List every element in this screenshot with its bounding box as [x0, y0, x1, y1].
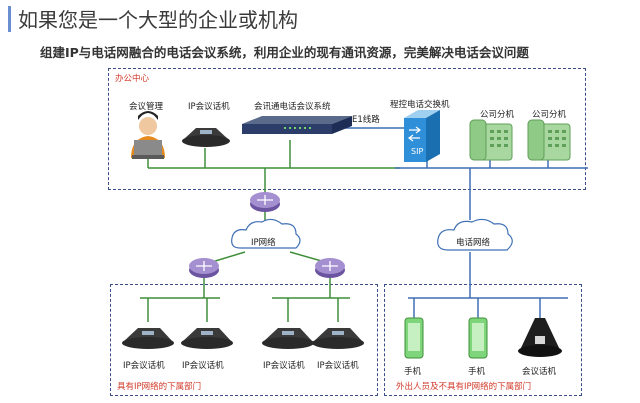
mobile-label-2: 手机	[468, 367, 486, 377]
conference-phone-label: 会议话机	[522, 367, 557, 377]
ip-conference-phone-icon-4	[312, 328, 364, 349]
branch-ip-phone-label-3: IP会议话机	[263, 361, 305, 371]
admin-person-icon	[131, 111, 165, 159]
phone-network-cloud	[437, 218, 513, 251]
ip-network-connections	[140, 210, 350, 322]
pbx-sip-text: SIP	[411, 147, 423, 156]
title-accent-bar	[8, 6, 11, 32]
router-top	[250, 192, 280, 212]
extension-label-1: 公司分机	[480, 110, 515, 120]
office-center-region	[108, 68, 586, 190]
office-connections	[147, 140, 400, 195]
page-title: 如果您是一个大型的企业或机构	[18, 8, 298, 32]
meeting-admin-label: 会议管理	[129, 102, 164, 112]
ip-branch-region	[110, 284, 378, 396]
router-right	[315, 258, 345, 278]
ip-conference-phone-icon-2	[181, 328, 233, 349]
pbx-label: 程控电话交换机	[390, 100, 450, 110]
router-left	[189, 258, 219, 278]
pbx-switch-icon	[404, 110, 440, 162]
ip-branch-region-label: 具有IP网络的下属部门	[117, 382, 202, 392]
branch-ip-phone-label-4: IP会议话机	[317, 361, 359, 371]
conference-system-label: 会讯通电话会议系统	[254, 102, 331, 112]
ip-network-cloud	[231, 218, 301, 249]
conference-phone-icon	[518, 318, 562, 357]
branch-ip-phone-label-2: IP会议话机	[182, 361, 224, 371]
other-branch-region	[384, 284, 582, 396]
ip-network-label: IP网络	[251, 238, 276, 248]
extension-label-2: 公司分机	[532, 110, 567, 120]
mobile-phone-icon-1	[404, 317, 424, 359]
page-subtitle: 组建IP与电话网融合的电话会议系统，利用企业的现有通讯资源，完美解决电话会议问题	[40, 45, 529, 60]
other-branch-region-label: 外出人员及不具有IP网络的下属部门	[396, 382, 532, 392]
mobile-label-1: 手机	[404, 367, 422, 377]
ip-conference-phone-icon-3	[262, 328, 314, 349]
phone-line-connections	[345, 127, 588, 318]
mobile-phone-icon-2	[468, 317, 488, 359]
ip-conference-phone-icon-office	[182, 128, 230, 147]
e1-line-label: E1线路	[352, 115, 380, 125]
phone-network-label: 电话网络	[456, 238, 491, 248]
office-region-label: 办公中心	[115, 74, 150, 84]
ip-conference-phone-icon-1	[122, 328, 174, 349]
branch-ip-phone-label-1: IP会议话机	[123, 361, 165, 371]
office-ip-phone-label: IP会议话机	[188, 102, 230, 112]
company-extension-phone-icon-2	[527, 119, 571, 161]
conference-system-server-icon	[242, 116, 352, 134]
company-extension-phone-icon-1	[469, 119, 513, 161]
